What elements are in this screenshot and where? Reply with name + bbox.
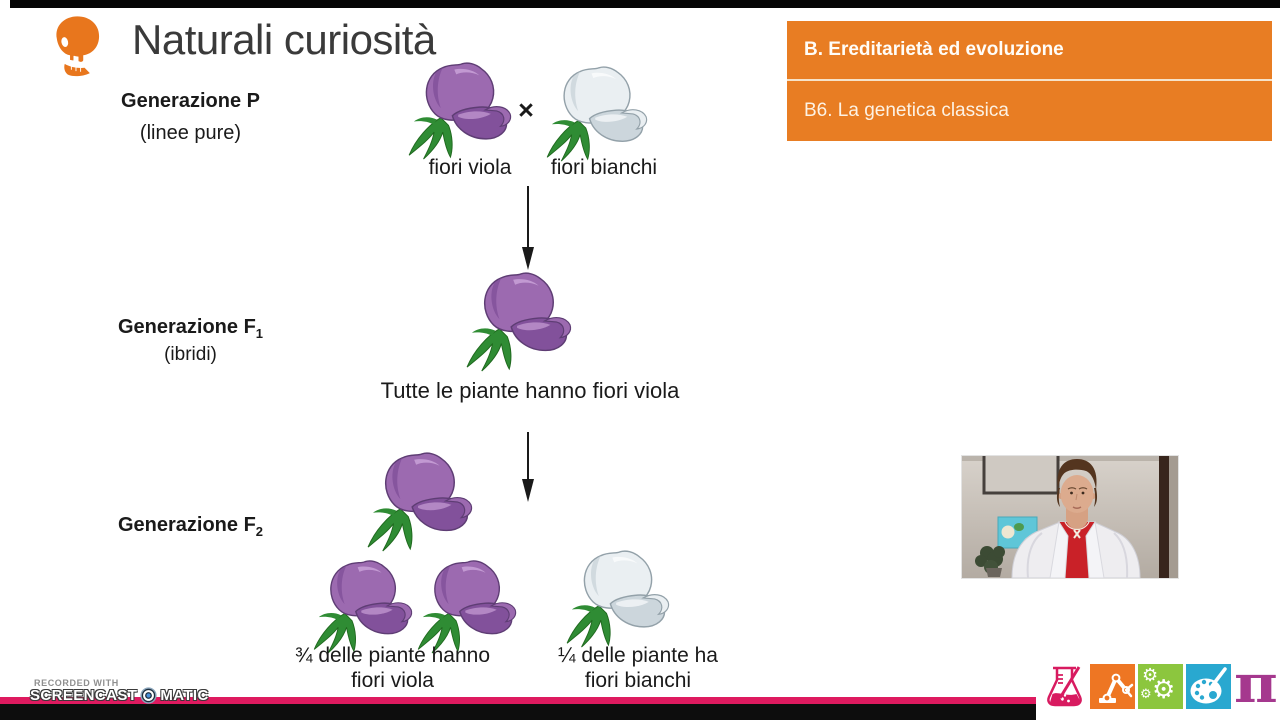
cross-symbol: × [518,95,534,125]
letterbox-notch [0,0,10,8]
pi-icon: π [1234,654,1278,715]
pink-stripe [0,697,1280,704]
white-flower-f2 [560,548,680,648]
purple-flower-f2-top [362,450,482,552]
screencast-o-matic-watermark: SCREENCAST MATIC [30,687,209,704]
f2-purple-caption: ¾ delle piante hanno fiori viola [295,644,490,692]
target-icon [140,687,157,704]
presenter-webcam [961,448,1179,579]
purple-flower-p [398,60,526,160]
topic-lesson: B6. La genetica classica [787,81,1272,141]
white-flower-p [536,64,662,162]
purple-flower-f2-mid [412,558,526,654]
generation-f2-title: Generazione F2 [117,514,264,539]
f2-white-caption: ¼ delle piante ha fiori bianchi [558,644,718,692]
arrow-down-icon [522,432,534,502]
recorded-with-label: RECORDED WITH [34,678,119,688]
brand-screencast: SCREENCAST [30,687,138,704]
brand-matic: MATIC [160,687,209,704]
generation-p-subtitle: (linee pure) [139,122,242,144]
arrow-down-icon [522,186,534,270]
white-flower-label: fiori bianchi [550,156,658,179]
robot-arm-icon [1090,664,1135,709]
generation-f1-subtitle: (ibridi) [164,344,217,365]
paint-palette-icon [1186,664,1231,709]
f1-caption: Tutte le piante hanno fiori viola [380,378,680,403]
footer-logo: ⚙ ⚙ ⚙ π [1036,645,1280,720]
gears-icon: ⚙ ⚙ ⚙ [1138,664,1183,709]
skull-icon [56,16,100,77]
topic-panel: B. Ereditarietà ed evoluzione B6. La gen… [787,21,1272,141]
letterbox-bottom [0,704,1280,720]
topic-unit: B. Ereditarietà ed evoluzione [787,21,1272,81]
purple-flower-f1 [458,270,584,372]
purple-flower-f2-left [308,558,422,654]
generation-f1-title: Generazione F1 [117,316,264,341]
purple-flower-label: fiori viola [428,156,512,179]
generation-f1-label: Generazione F1 (ibridi) [88,316,293,366]
generation-p-title: Generazione P [121,90,260,112]
generation-p-label: Generazione P (linee pure) [88,90,293,145]
page-title: Naturali curiosità [132,16,436,63]
letterbox-top [0,0,1280,8]
flask-pencil-icon [1047,666,1082,707]
generation-f2-label: Generazione F2 [88,514,293,539]
